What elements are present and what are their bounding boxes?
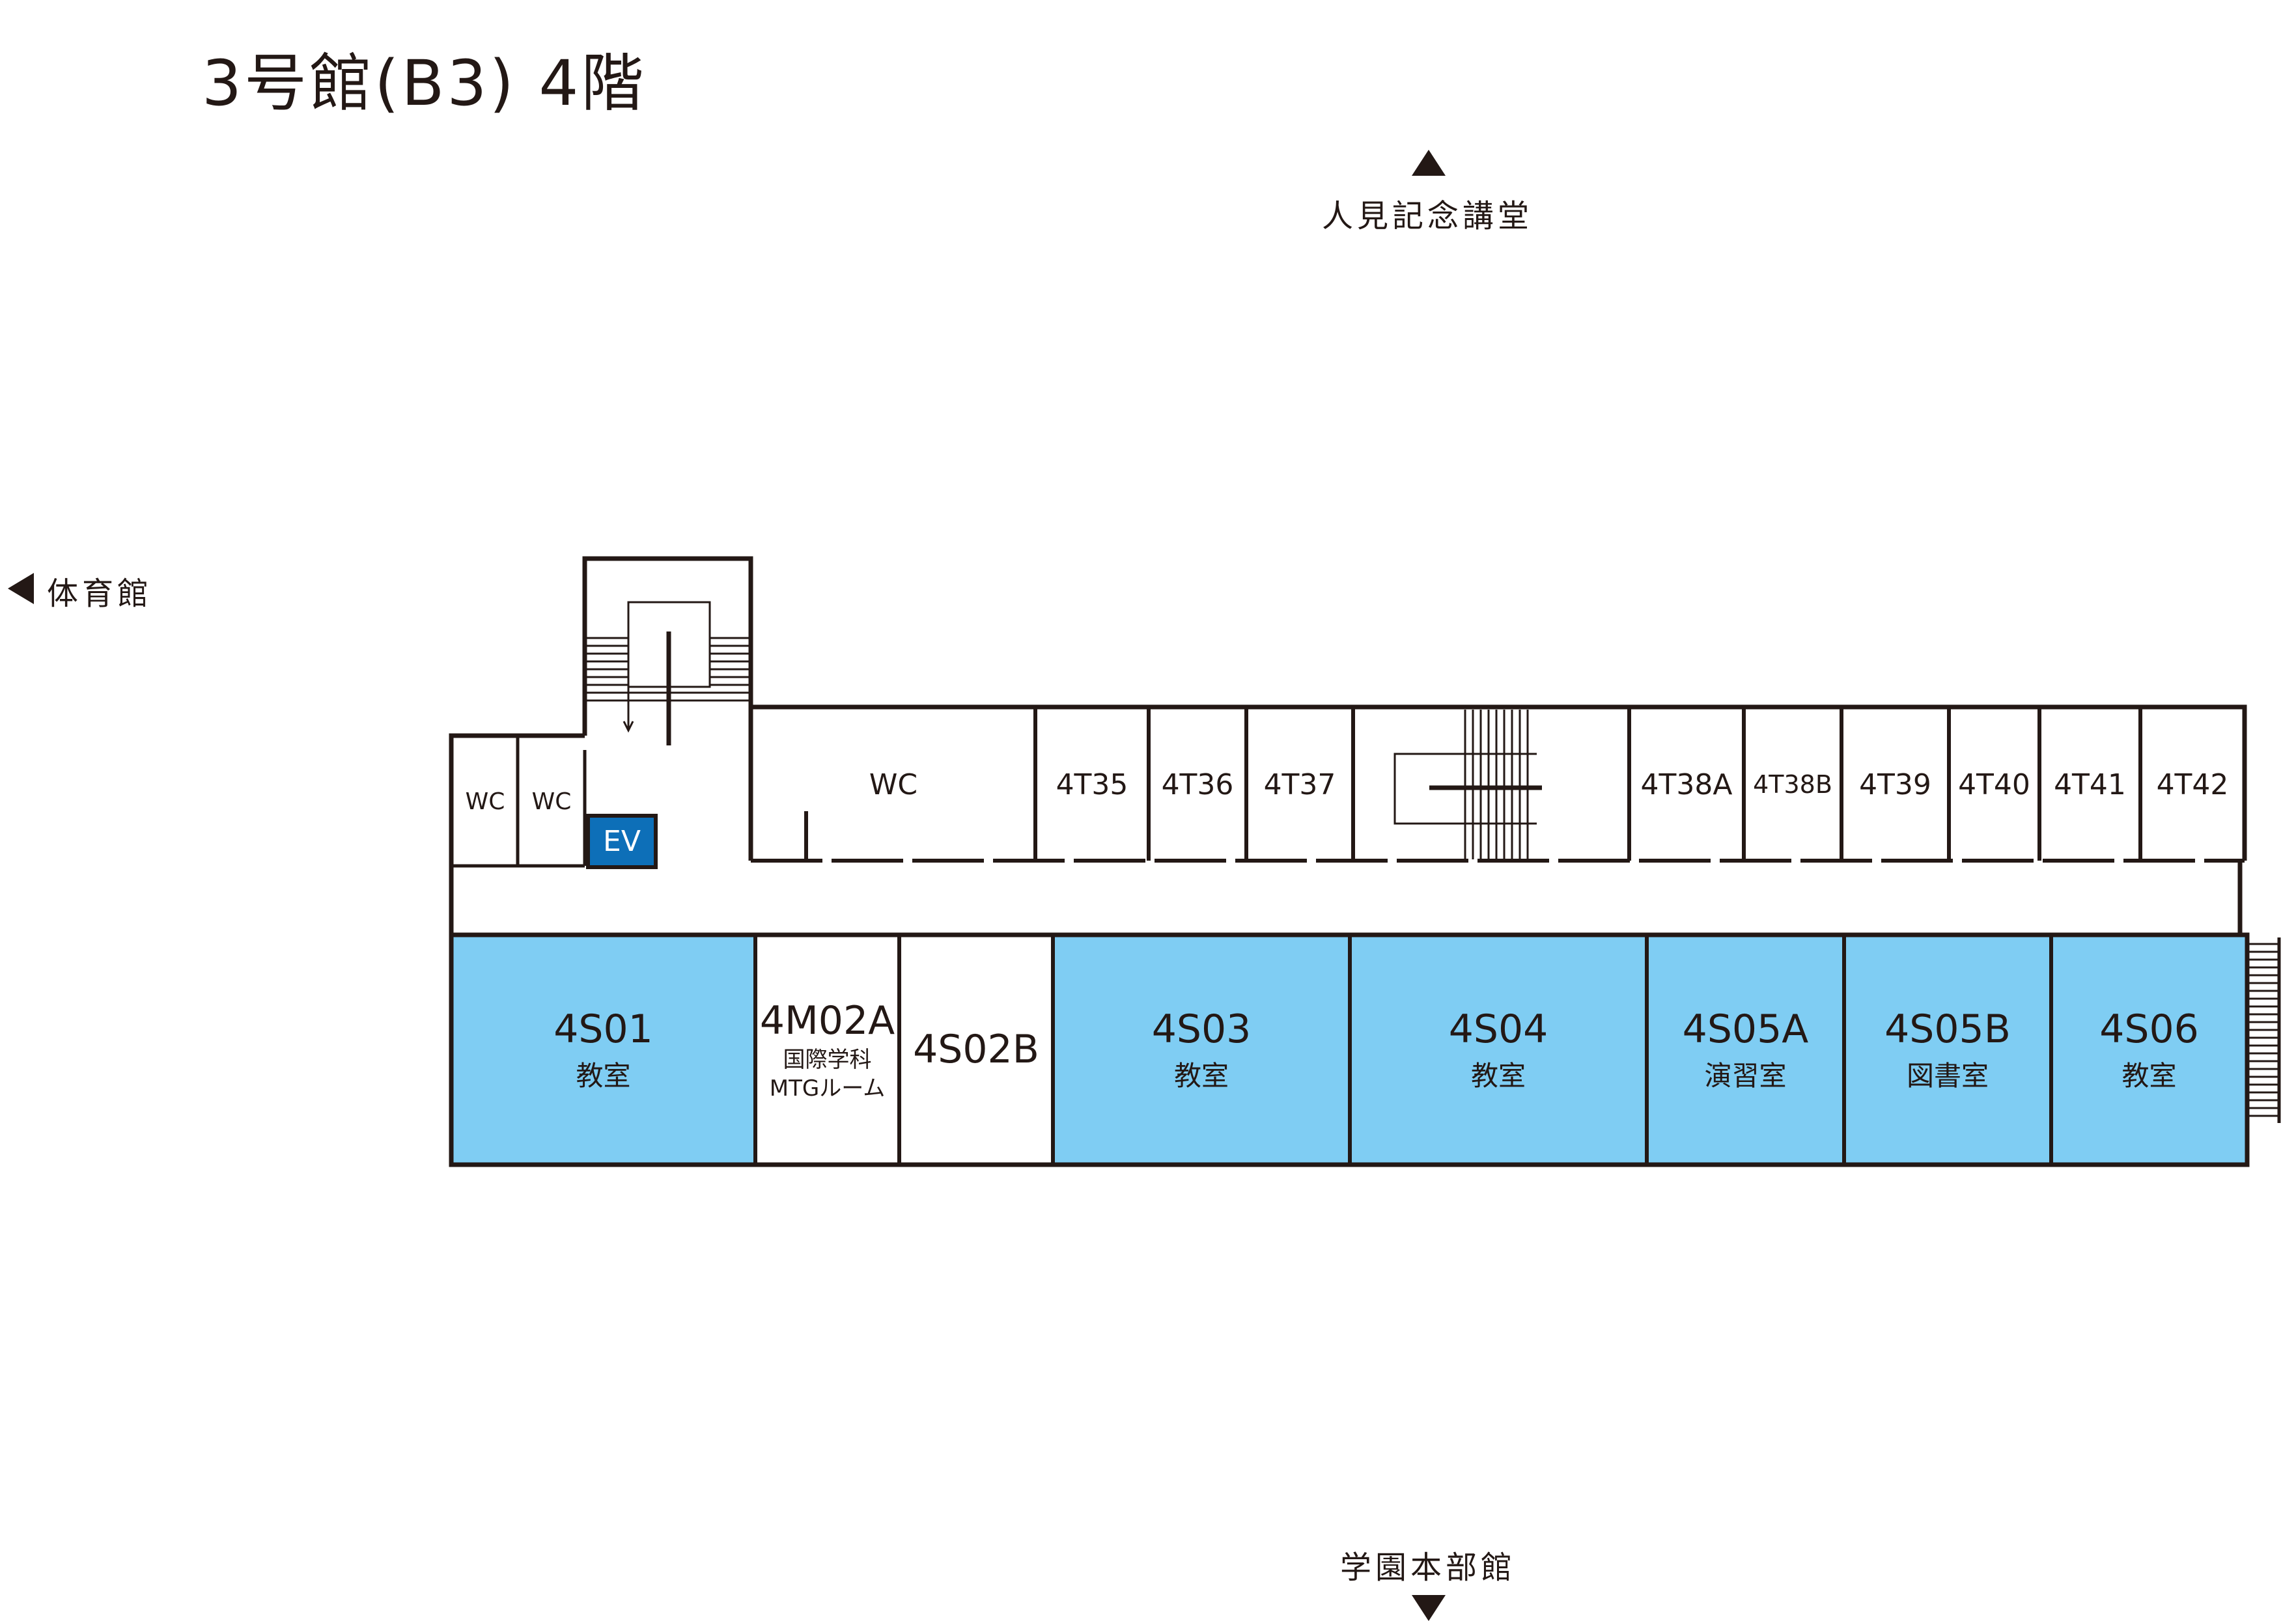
page-title: 3号館(B3) 4階 [202, 47, 647, 120]
wc-label: WC [465, 788, 505, 815]
room-4t36[interactable]: 4T36 [1151, 710, 1244, 859]
room-use-line2: MTGルーム [769, 1075, 886, 1102]
room-code: 4M02A [759, 997, 895, 1044]
room-4s03[interactable]: 4S03 教室 [1053, 935, 1350, 1165]
stair-landing-outline [1393, 753, 1537, 825]
room-code: 4T36 [1161, 768, 1234, 801]
room-use-line1: 国際学科 [783, 1046, 872, 1073]
room-4s04[interactable]: 4S04 教室 [1350, 935, 1647, 1165]
room-4t41[interactable]: 4T41 [2041, 710, 2138, 859]
stair-treads-east [2247, 943, 2279, 1117]
stair-tower-wall [582, 556, 753, 736]
wc-room-2[interactable]: WC [519, 738, 584, 865]
room-4t42[interactable]: 4T42 [2142, 710, 2243, 859]
room-code: 4S05A [1682, 1006, 1809, 1052]
room-code: 4S02B [913, 1027, 1039, 1072]
room-4m02a[interactable]: 4M02A 国際学科 MTGルーム [755, 935, 899, 1165]
room-code: 4S03 [1151, 1006, 1252, 1052]
room-code: 4T38A [1640, 768, 1733, 801]
room-code: 4S05B [1884, 1006, 2011, 1052]
direction-north-label: 人見記念講堂 [1322, 198, 1533, 234]
room-code: 4T38B [1753, 770, 1832, 799]
room-code: 4T42 [2156, 768, 2229, 801]
room-code: 4S06 [2099, 1006, 2199, 1052]
north-arrow-icon [1412, 150, 1446, 176]
room-use: 図書室 [1906, 1059, 1989, 1092]
room-use: 教室 [576, 1059, 631, 1092]
south-arrow-icon [1412, 1595, 1446, 1621]
west-arrow-icon [8, 573, 34, 604]
elevator-label: EV [603, 825, 641, 858]
direction-west-label: 体育館 [47, 576, 153, 612]
room-code: 4S01 [553, 1006, 653, 1052]
wc-block-wall [449, 733, 585, 880]
elevator[interactable]: EV [586, 814, 658, 869]
wc-label: WC [531, 788, 572, 815]
room-4s01[interactable]: 4S01 教室 [451, 935, 755, 1165]
room-code: 4T35 [1056, 768, 1128, 801]
wc-room-1[interactable]: WC [453, 738, 518, 865]
room-code: 4T40 [1958, 768, 2030, 801]
room-4t38b[interactable]: 4T38B [1746, 710, 1840, 859]
room-4s02b[interactable]: 4S02B [899, 935, 1053, 1165]
room-4s05b[interactable]: 4S05B 図書室 [1844, 935, 2051, 1165]
room-code: 4T37 [1263, 768, 1336, 801]
room-4s05a[interactable]: 4S05A 演習室 [1647, 935, 1844, 1165]
room-4t35[interactable]: 4T35 [1037, 710, 1147, 859]
direction-south-label: 学園本部館 [1340, 1549, 1517, 1586]
room-4t39[interactable]: 4T39 [1843, 710, 1947, 859]
room-4s06[interactable]: 4S06 教室 [2051, 935, 2247, 1165]
room-use: 教室 [1470, 1059, 1526, 1092]
room-code: 4T39 [1859, 768, 1931, 801]
room-4t37[interactable]: 4T37 [1248, 710, 1351, 859]
wc-label: WC [869, 768, 918, 801]
room-use: 演習室 [1704, 1059, 1787, 1092]
room-code: 4T41 [2054, 768, 2126, 801]
room-4t40[interactable]: 4T40 [1951, 710, 2037, 859]
room-code: 4S04 [1448, 1006, 1548, 1052]
upper-wing-outer-wall [751, 704, 2247, 861]
room-use: 教室 [2121, 1059, 2177, 1092]
wc-room-large[interactable]: WC [753, 710, 1033, 859]
room-use: 教室 [1173, 1059, 1229, 1092]
stair-treads-middle [1464, 710, 1529, 859]
stair-direction-icon [623, 721, 634, 733]
room-4t38a[interactable]: 4T38A [1631, 710, 1742, 859]
